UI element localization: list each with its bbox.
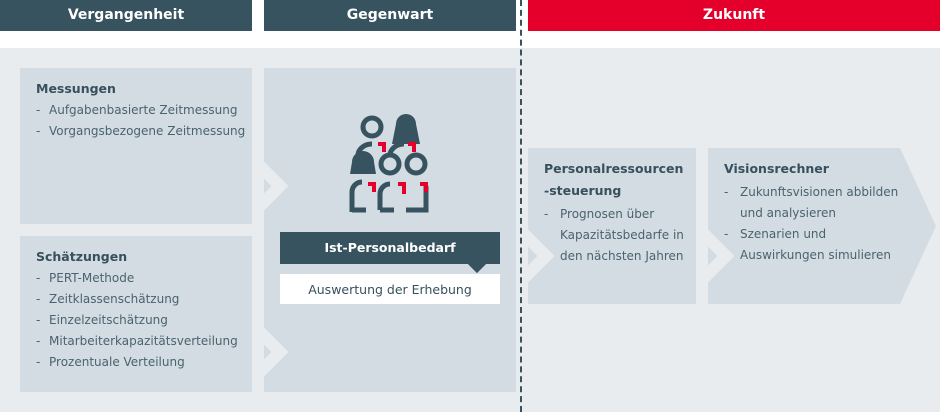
resource-control-title: Personalressourcen-steuerung bbox=[544, 161, 684, 198]
current-staff-demand-label: Ist-Personalbedarf bbox=[280, 232, 500, 264]
resource-control-box: Personalressourcen-steuerung Prognosen ü… bbox=[528, 148, 696, 304]
chevron-arrow bbox=[697, 227, 735, 285]
present-box bbox=[264, 68, 516, 392]
chevron-arrow bbox=[517, 227, 555, 285]
measurements-box: Messungen Aufgabenbasierte Zeitmessung V… bbox=[20, 68, 252, 224]
estimates-title: Schätzungen bbox=[36, 249, 128, 264]
callout-pointer bbox=[468, 264, 486, 273]
list-item: Prozentuale Verteilung bbox=[36, 352, 252, 373]
survey-evaluation-label: Auswertung der Erhebung bbox=[280, 274, 500, 304]
header-future: Zukunft bbox=[528, 0, 940, 31]
chevron-arrow bbox=[253, 159, 289, 213]
measurements-title: Messungen bbox=[36, 81, 116, 96]
list-item: Einzelzeitschätzung bbox=[36, 310, 252, 331]
vision-calculator-title: Visionsrechner bbox=[724, 161, 829, 176]
list-item: PERT-Methode bbox=[36, 268, 252, 289]
present-future-divider bbox=[520, 0, 522, 412]
list-item: Aufgabenbasierte Zeitmessung bbox=[36, 100, 252, 121]
list-item: Zeitklassenschätzung bbox=[36, 289, 252, 310]
list-item: Mitarbeiterkapazitätsverteilung bbox=[36, 331, 252, 352]
estimates-box: Schätzungen PERT-Methode Zeitklassenschä… bbox=[20, 236, 252, 392]
vision-calculator-box: Visionsrechner Zukunftsvisionen abbilden… bbox=[708, 148, 936, 304]
header-past: Vergangenheit bbox=[0, 0, 252, 31]
list-item: Szenarien und Auswirkungen simulieren bbox=[724, 224, 906, 266]
list-item: Prognosen über Kapazitätsbedarfe in den … bbox=[544, 204, 688, 267]
list-item: Zukunftsvisionen abbilden und analysiere… bbox=[724, 182, 906, 224]
list-item: Vorgangsbezogene Zeitmessung bbox=[36, 121, 252, 142]
chevron-arrow bbox=[253, 325, 289, 379]
header-present: Gegenwart bbox=[264, 0, 516, 31]
people-group-icon bbox=[349, 114, 429, 213]
